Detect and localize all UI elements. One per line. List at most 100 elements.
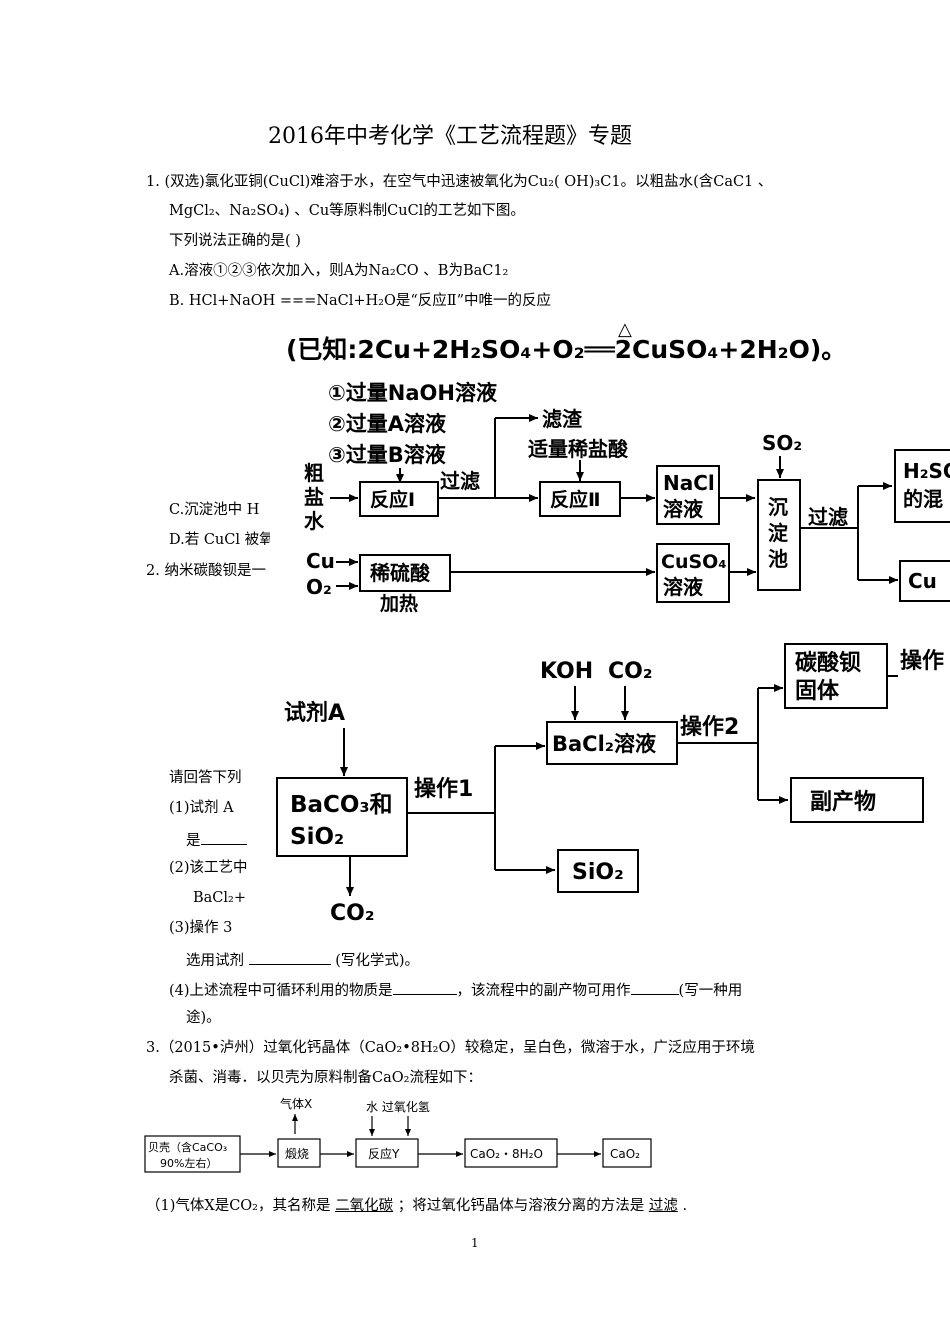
sio2-label: SiO₂: [572, 860, 624, 885]
q3-ans-a: （1)气体X是CO₂，其名称是: [146, 1198, 331, 1214]
q2-ask: 请回答下列: [169, 770, 242, 786]
q2-p1b-row: 是: [186, 828, 247, 851]
raw-2: 盐: [304, 485, 324, 509]
pool-3: 池: [768, 547, 788, 571]
q2-p1a: (1)试剂 A: [169, 800, 234, 816]
q2-p3b: 选用试剂: [186, 953, 244, 969]
step-2: ②过量A溶液: [328, 412, 446, 436]
q1-line3: 下列说法正确的是( ): [169, 233, 301, 249]
answer-blank: [200, 828, 247, 845]
baco3-2: 固体: [795, 679, 840, 704]
calc-box: [277, 1138, 321, 1168]
nacl-1: NaCl: [663, 471, 715, 495]
react-label: 反应Y: [368, 1146, 400, 1161]
q2-p3b-row: 选用试剂 (写化学式)。: [186, 948, 419, 971]
baco3-flow-svg: 试剂A BaCO₃和 SiO₂ CO₂ 操作1 KOH CO₂ BaCl₂溶液 …: [276, 643, 944, 926]
answer-blank: [392, 978, 457, 995]
q2-p4c: (写一种用: [678, 983, 743, 999]
byproduct-label: 副产物: [810, 789, 876, 815]
q3-line1: 3.（2015•泸州）过氧化钙晶体（CaO₂•8H₂O）较稳定，呈白色，微溶于水…: [146, 1040, 755, 1056]
q3-ans-b: 二氧化碳: [335, 1198, 394, 1214]
q1-option-a: A.溶液①②③依次加入，则A为Na₂CO 、B为BaC1₂: [169, 263, 509, 279]
known-equation: (已知:2Cu+2H₂SO₄+O₂══2CuSO₄+2H₂O)。: [286, 335, 846, 364]
cuso4-2: 溶液: [663, 575, 704, 599]
cryst-label: CaO₂・8H₂O: [470, 1147, 543, 1161]
pool-box: [757, 479, 801, 591]
cucl-flow-svg: (已知:2Cu+2H₂SO₄+O₂══2CuSO₄+2H₂O)。 △ ①过量Na…: [286, 319, 950, 615]
mix-box: [276, 777, 408, 857]
residue-label: 滤渣: [542, 407, 583, 431]
shell-2: 90%左右）: [160, 1156, 217, 1170]
q3-ans-c: ；将过氧化钙晶体与溶液分离的方法是: [397, 1198, 645, 1214]
cucl-label: Cu: [908, 569, 937, 593]
step-1: ①过量NaOH溶液: [328, 381, 497, 405]
baco3-1: 碳酸钡: [795, 651, 861, 676]
filter2-label: 过滤: [808, 505, 848, 529]
q3-line2: 杀菌、消毒．以贝壳为原料制备CaO₂流程如下：: [169, 1070, 482, 1086]
step-3: ③过量B溶液: [328, 443, 446, 467]
h2so4-1: H₂SO: [903, 459, 950, 483]
q1-line1: 1. (双选)氯化亚铜(CuCl)难溶于水，在空气中迅速被氧化为Cu₂( OH)…: [146, 174, 773, 190]
cao2-flow-svg: 气体X 水 过氧化氢 贝壳（含CaCO₃ 90%左右） 煅烧 反应Y CaO₂・…: [144, 1096, 652, 1173]
cucl-process-diagram: (已知:2Cu+2H₂SO₄+O₂══2CuSO₄+2H₂O)。 △ ①过量Na…: [270, 318, 950, 618]
q1-option-b: B. HCl+NaOH ===NaCl+H₂O是“反应Ⅱ”中唯一的反应: [169, 293, 552, 309]
co2-out: CO₂: [330, 901, 374, 926]
mix-2: SiO₂: [290, 824, 344, 850]
page-title: 2016年中考化学《工艺流程题》专题: [268, 124, 632, 149]
page-number: 1: [471, 1236, 479, 1250]
co2-in: CO₂: [608, 659, 652, 684]
react-box: [355, 1138, 419, 1168]
cuso4-1: CuSO₄: [661, 551, 727, 573]
q2-p2b: BaCl₂+: [193, 890, 246, 906]
reaction1-label: 反应Ⅰ: [370, 488, 415, 511]
q1-option-c: C.沉淀池中 H: [169, 502, 260, 518]
product-box: [602, 1138, 652, 1168]
op1-label: 操作1: [414, 777, 473, 802]
gas-x: 气体X: [280, 1096, 312, 1111]
o2-label: O₂: [306, 575, 332, 599]
sio2-box: [557, 849, 639, 893]
q1-line2: MgCl₂、Na₂SO₄) 、Cu等原料制CuCl的工艺如下图。: [169, 203, 525, 219]
nacl-2: 溶液: [663, 497, 704, 521]
reagent-a: 试剂A: [284, 700, 345, 726]
answer-blank: [630, 978, 679, 995]
h2so4-2: 的混: [903, 487, 943, 511]
pool-2: 淀: [768, 521, 789, 545]
raw-3: 水: [304, 509, 325, 533]
q2-p1b: 是: [186, 833, 201, 849]
q3-answer-row: （1)气体X是CO₂，其名称是 二氧化碳 ；将过氧化钙晶体与溶液分离的方法是 过…: [146, 1196, 687, 1216]
heat-label: 加热: [379, 592, 418, 615]
cryst-box: [464, 1138, 558, 1168]
q2-p4a: (4)上述流程中可循环利用的物质是: [169, 983, 393, 999]
raw-1: 粗: [304, 461, 324, 485]
pool-1: 沉: [768, 495, 788, 519]
reaction2-label: 反应Ⅱ: [550, 488, 601, 511]
shell-1: 贝壳（含CaCO₃: [148, 1140, 227, 1154]
q2-line1: 2. 纳米碳酸钡是一: [146, 563, 266, 579]
q2-p4d: 途)。: [186, 1010, 221, 1026]
cucl-box: [899, 560, 950, 602]
acid-label: 稀硫酸: [370, 561, 431, 585]
filter1-label: 过滤: [440, 469, 480, 493]
so2-label: SO₂: [762, 431, 802, 455]
answer-blank: [248, 948, 331, 965]
calc-label: 煅烧: [285, 1146, 309, 1161]
q2-p2a: (2)该工艺中: [169, 860, 248, 876]
q1-option-d: D.若 CuCl 被氧: [169, 532, 274, 548]
q3-ans-d: 过滤: [648, 1198, 678, 1214]
water-h2o2: 水 过氧化氢: [366, 1099, 430, 1114]
q2-p4-row: (4)上述流程中可循环利用的物质是 ，该流程中的副产物可用作 (写一种用: [169, 978, 742, 1001]
h2so4-box: [894, 449, 950, 523]
hcl-label: 适量稀盐酸: [528, 437, 629, 461]
product-label: CaO₂: [610, 1147, 640, 1161]
mix-1: BaCO₃和: [290, 792, 393, 818]
q3-ans-e: .: [682, 1198, 688, 1214]
q2-p4b: ，该流程中的副产物可用作: [456, 983, 631, 999]
q2-p3c: (写化学式)。: [335, 953, 420, 969]
baco3-process-diagram: 试剂A BaCO₃和 SiO₂ CO₂ 操作1 KOH CO₂ BaCl₂溶液 …: [250, 638, 950, 928]
op2-label: 操作2: [680, 715, 739, 740]
delta-sign: △: [618, 319, 632, 340]
bacl2-label: BaCl₂溶液: [552, 732, 656, 756]
cu-label: Cu: [306, 549, 335, 573]
q2-p3a: (3)操作 3: [169, 920, 233, 936]
